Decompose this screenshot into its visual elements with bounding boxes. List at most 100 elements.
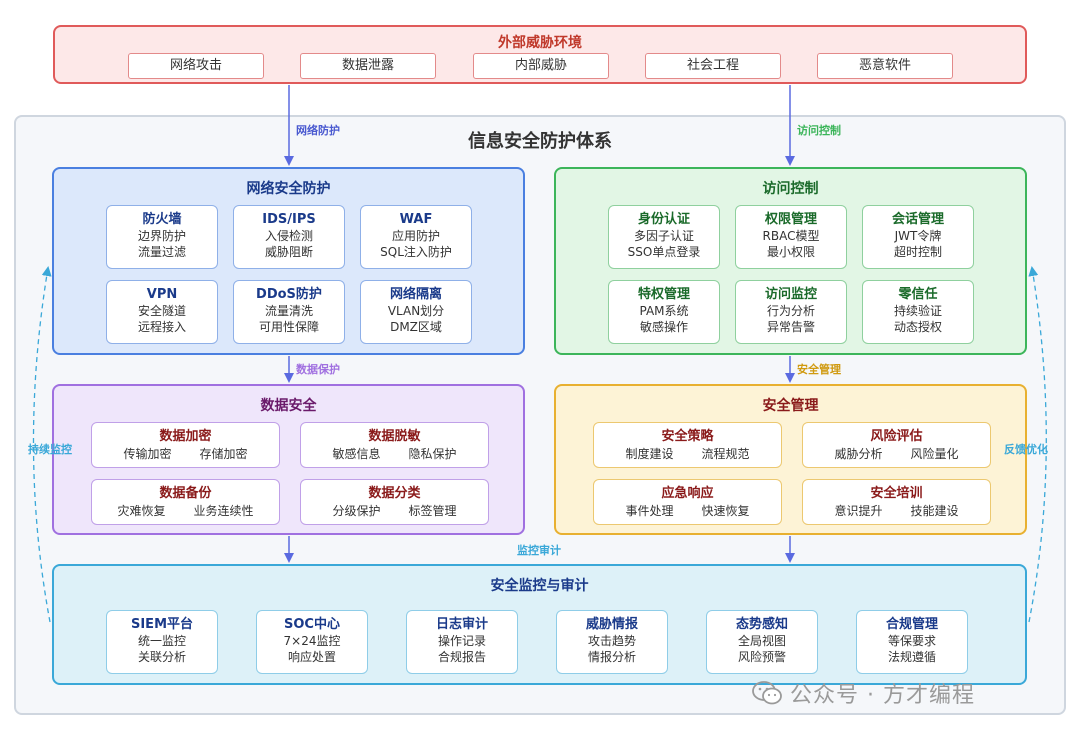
card-line: 威胁阻断 bbox=[264, 245, 313, 259]
card-title: 数据备份 bbox=[159, 486, 212, 501]
card-line: 流量清洗 bbox=[264, 304, 313, 318]
security-mgmt-panel: 安全管理 安全策略 制度建设 流程规范 风险评估 威胁分析风险量化 应急响应 事件… bbox=[554, 384, 1027, 535]
monitor-card-siem: SIEM平台 统一监控 关联分析 bbox=[106, 610, 218, 674]
card-item: 业务连续性 bbox=[193, 504, 254, 518]
network-card-isolation: 网络隔离 VLAN划分 DMZ区域 bbox=[360, 280, 472, 344]
card-item: 传输加密 bbox=[123, 447, 172, 461]
card-title: 态势感知 bbox=[735, 617, 788, 632]
label-data-protect: 数据保护 bbox=[296, 363, 340, 376]
access-card-zerotrust: 零信任 持续验证 动态授权 bbox=[862, 280, 974, 344]
card-line: JWT令牌 bbox=[894, 229, 942, 243]
data-card-classification: 数据分类 分级保护标签管理 bbox=[300, 479, 489, 525]
card-line: 最小权限 bbox=[766, 245, 815, 259]
card-line: 关联分析 bbox=[137, 650, 186, 664]
monitor-card-intel: 威胁情报 攻击趋势 情报分析 bbox=[556, 610, 668, 674]
label-security-mgmt: 安全管理 bbox=[797, 363, 841, 376]
label-access-control: 访问控制 bbox=[797, 124, 841, 137]
data-security-panel: 数据安全 数据加密 传输加密存储加密 数据脱敏 敏感信息隐私保护 数据备份 灾难… bbox=[52, 384, 525, 535]
monitor-card-compliance: 合规管理 等保要求 法规遵循 bbox=[856, 610, 968, 674]
threat-item: 数据泄露 bbox=[300, 53, 436, 79]
label-monitor-audit: 监控审计 bbox=[517, 544, 561, 557]
card-title: 日志审计 bbox=[435, 617, 488, 632]
card-line: 等保要求 bbox=[887, 634, 936, 648]
card-item: 隐私保护 bbox=[408, 447, 457, 461]
card-title: 安全策略 bbox=[661, 429, 714, 444]
card-line: 全局视图 bbox=[737, 634, 786, 648]
access-card-monitor: 访问监控 行为分析 异常告警 bbox=[735, 280, 847, 344]
access-card-session: 会话管理 JWT令牌 超时控制 bbox=[862, 205, 974, 269]
access-card-privilege: 特权管理 PAM系统 敏感操作 bbox=[608, 280, 720, 344]
card-line: 入侵检测 bbox=[264, 229, 313, 243]
card-line: 风险预警 bbox=[737, 650, 786, 664]
label-network-protect: 网络防护 bbox=[296, 124, 340, 137]
mgmt-card-risk: 风险评估 威胁分析风险量化 bbox=[802, 422, 991, 468]
card-line: RBAC模型 bbox=[762, 229, 820, 243]
system-title: 信息安全防护体系 bbox=[468, 131, 612, 152]
card-title: 零信任 bbox=[898, 287, 938, 302]
access-panel: 访问控制 身份认证 多因子认证 SSO单点登录 权限管理 RBAC模型 最小权限… bbox=[554, 167, 1027, 355]
wechat-icon bbox=[752, 681, 782, 705]
card-line: 远程接入 bbox=[137, 320, 186, 334]
network-card-ids: IDS/IPS 入侵检测 威胁阻断 bbox=[233, 205, 345, 269]
card-title: 会话管理 bbox=[891, 212, 944, 227]
card-item: 快速恢复 bbox=[701, 504, 750, 518]
card-title: 特权管理 bbox=[637, 287, 690, 302]
data-card-encryption: 数据加密 传输加密存储加密 bbox=[91, 422, 280, 468]
label-continuous-monitor: 持续监控 bbox=[28, 443, 72, 456]
card-item: 技能建设 bbox=[910, 504, 959, 518]
card-item: 敏感信息 bbox=[332, 447, 381, 461]
mgmt-card-policy: 安全策略 制度建设 流程规范 bbox=[593, 422, 782, 468]
card-line: 攻击趋势 bbox=[587, 634, 636, 648]
card-title: 网络隔离 bbox=[389, 287, 442, 302]
monitor-title: 安全监控与审计 bbox=[490, 578, 589, 594]
card-line: 可用性保障 bbox=[258, 320, 319, 334]
data-card-masking: 数据脱敏 敏感信息 隐私保护 bbox=[300, 422, 489, 468]
threat-item: 网络攻击 bbox=[128, 53, 264, 79]
access-card-perm: 权限管理 RBAC模型 最小权限 bbox=[735, 205, 847, 269]
access-title: 访问控制 bbox=[762, 181, 819, 197]
card-title: 应急响应 bbox=[661, 486, 714, 501]
card-line: DMZ区域 bbox=[390, 320, 442, 334]
card-line: 法规遵循 bbox=[887, 650, 936, 664]
card-item: 流程规范 bbox=[701, 447, 750, 461]
card-line: 统一监控 bbox=[137, 634, 186, 648]
card-line: 操作记录 bbox=[437, 634, 486, 648]
access-card-auth: 身份认证 多因子认证 SSO单点登录 bbox=[608, 205, 720, 269]
card-line: 合规报告 bbox=[437, 650, 486, 664]
card-item: 灾难恢复 bbox=[117, 504, 166, 518]
mgmt-card-response: 应急响应 事件处理快速恢复 bbox=[593, 479, 782, 525]
card-title: SOC中心 bbox=[284, 617, 340, 632]
card-title: 防火墙 bbox=[142, 212, 182, 227]
card-line: 7×24监控 bbox=[283, 634, 341, 648]
network-card-firewall: 防火墙 边界防护 流量过滤 bbox=[106, 205, 218, 269]
card-item: 分级保护 bbox=[332, 504, 381, 518]
card-title: SIEM平台 bbox=[130, 617, 194, 632]
card-item: 标签管理 bbox=[408, 504, 457, 518]
card-line: 流量过滤 bbox=[137, 245, 186, 259]
card-title: 权限管理 bbox=[764, 212, 817, 227]
card-line: 情报分析 bbox=[587, 650, 636, 664]
security-mgmt-title: 安全管理 bbox=[762, 398, 819, 414]
card-item: 制度建设 bbox=[625, 447, 674, 461]
card-line: 超时控制 bbox=[893, 245, 942, 259]
card-title: 访问监控 bbox=[764, 287, 817, 302]
card-line: SQL注入防护 bbox=[380, 245, 452, 259]
card-line: 多因子认证 bbox=[633, 229, 694, 243]
label-feedback: 反馈优化 bbox=[1004, 443, 1048, 456]
mgmt-card-training: 安全培训 意识提升技能建设 bbox=[802, 479, 991, 525]
card-title: WAF bbox=[399, 212, 433, 227]
card-line: 行为分析 bbox=[766, 304, 815, 318]
data-security-title: 数据安全 bbox=[260, 398, 317, 414]
network-panel: 网络安全防护 防火墙 边界防护 流量过滤 IDS/IPS 入侵检测 威胁阻断 W… bbox=[52, 167, 525, 355]
watermark-text: 公众号 · 方才编程 bbox=[790, 683, 975, 708]
card-item: 存储加密 bbox=[199, 447, 248, 461]
arrow-continuous-monitor bbox=[32, 266, 52, 623]
monitor-card-log: 日志审计 操作记录 合规报告 bbox=[406, 610, 518, 674]
card-title: 数据脱敏 bbox=[368, 429, 421, 444]
arrow-feedback bbox=[1028, 266, 1047, 623]
card-title: VPN bbox=[146, 287, 178, 302]
card-title: 安全培训 bbox=[870, 486, 923, 501]
threat-item: 恶意软件 bbox=[817, 53, 953, 79]
card-line: 异常告警 bbox=[766, 320, 815, 334]
card-title: 威胁情报 bbox=[585, 617, 638, 632]
